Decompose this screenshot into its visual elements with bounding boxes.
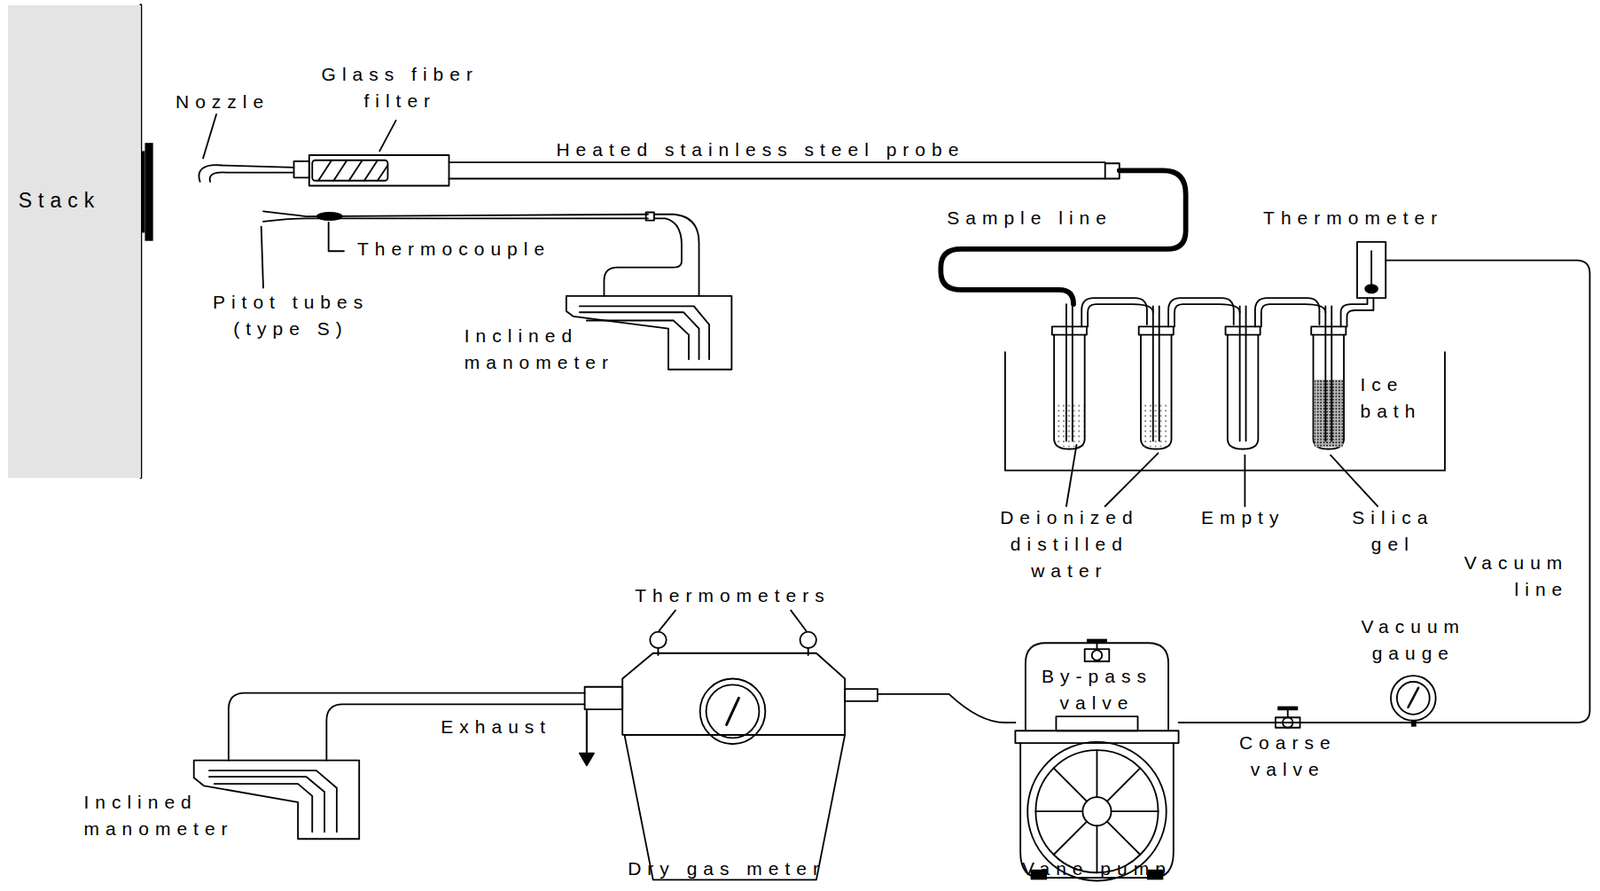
node-label: Stack xyxy=(18,188,102,213)
probe-label: Heated stainless steel probe xyxy=(555,136,965,164)
sample-line-label: Sample line xyxy=(946,204,1113,232)
filter-label: Glass fiber filter xyxy=(293,61,507,115)
pump-spoke xyxy=(1035,810,1083,812)
ice-bath-label: Ice bath xyxy=(1359,371,1458,425)
exhaust-label: Exhaust xyxy=(440,713,552,741)
manometer-label: Inclined manometer xyxy=(83,788,261,843)
pump-spoke xyxy=(1053,821,1087,855)
thermometer-label: Thermometer xyxy=(1263,204,1444,232)
thermocouple-label: Thermocouple xyxy=(357,235,551,263)
thermometers-label: Thermometers xyxy=(634,582,831,609)
valve-label: Coarse valve xyxy=(1227,729,1348,783)
impinger-label: Silica gel xyxy=(1337,504,1449,558)
impinger-label: Deionized distilled water xyxy=(984,504,1154,585)
stack-wall: Stack xyxy=(7,5,141,478)
vacuum-line-label: Vacuum line xyxy=(1439,549,1569,603)
pump-spoke xyxy=(1096,749,1099,797)
pump-spoke xyxy=(1107,767,1140,801)
pump-spoke xyxy=(1107,821,1140,855)
meter-label: Dry gas meter xyxy=(627,855,826,882)
pitot-label: Pitot tubes (type S) xyxy=(184,288,398,343)
pump-spoke xyxy=(1053,767,1087,801)
impinger-label: Empty xyxy=(1201,504,1286,531)
manometer-label: Inclined manometer xyxy=(464,322,642,376)
nozzle-label: Nozzle xyxy=(175,88,270,116)
valve-label: By-pass valve xyxy=(1028,663,1166,717)
pump-label: Vane pump xyxy=(1022,855,1172,882)
pump-spoke xyxy=(1111,810,1159,812)
gauge-label: Vacuum gauge xyxy=(1349,613,1478,667)
